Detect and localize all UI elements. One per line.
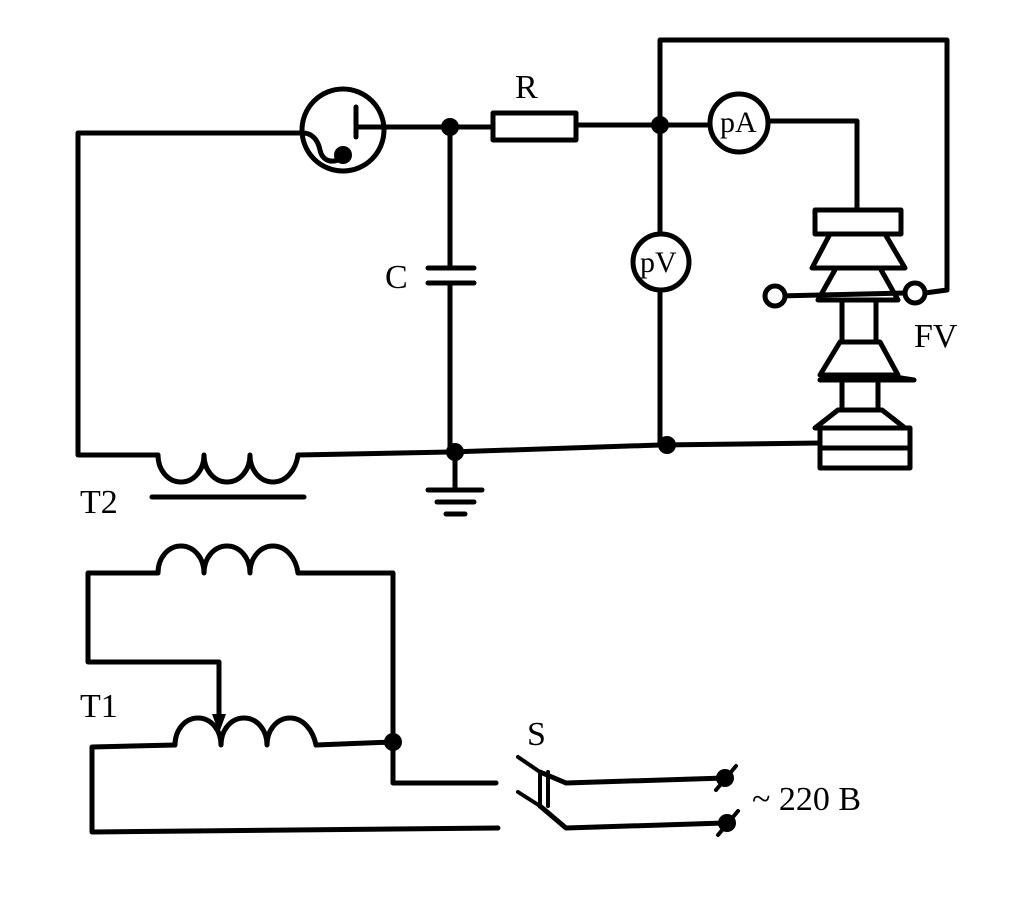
transformer-t2-label: T2 (80, 484, 118, 521)
supply-terminal-icon (714, 764, 738, 792)
ground-icon (425, 449, 485, 517)
wire-primary-right (295, 570, 499, 786)
kenotron-tube-icon (299, 86, 387, 174)
ammeter-icon (707, 91, 771, 155)
junction-dot (446, 443, 464, 461)
switch-icon (516, 755, 728, 831)
transformer-t1-primary-coil-icon (155, 543, 301, 576)
wire-ammeter-to-arrester (765, 118, 860, 213)
junction-dot (658, 436, 676, 454)
capacitor-icon (425, 265, 477, 286)
ammeter-label: pA (720, 106, 757, 139)
junction-dot (384, 733, 402, 751)
wire-bottom (295, 440, 823, 458)
resistor-icon (490, 110, 579, 143)
wire-loop-to-arrester-terminal (657, 37, 950, 296)
lv-circuit: T1 S ~ 220 B (80, 543, 861, 837)
left-wire (75, 130, 306, 458)
resistor-label: R (515, 69, 538, 106)
wire-primary-left-to-tap (85, 570, 222, 725)
voltmeter-label: pV (640, 246, 677, 279)
transformer-t1-label: T1 (80, 688, 118, 725)
junction-dot (441, 118, 459, 136)
junction-dot (651, 116, 669, 134)
tap-arrow-icon (212, 714, 226, 733)
arrester-label: FV (914, 318, 958, 355)
autotransformer-coil-icon (172, 715, 319, 748)
capacitor-label: C (385, 259, 408, 296)
arrester-icon (762, 207, 928, 471)
hv-circuit: R C pA pV T2 (75, 37, 958, 521)
wire-auto-right (313, 739, 396, 748)
supply-label: ~ 220 B (752, 781, 861, 818)
switch-label: S (527, 716, 546, 753)
wire-auto-left (89, 742, 501, 835)
voltmeter-icon (630, 231, 692, 293)
supply-terminal-icon (716, 809, 740, 837)
transformer-t2-coil-icon (149, 452, 307, 500)
